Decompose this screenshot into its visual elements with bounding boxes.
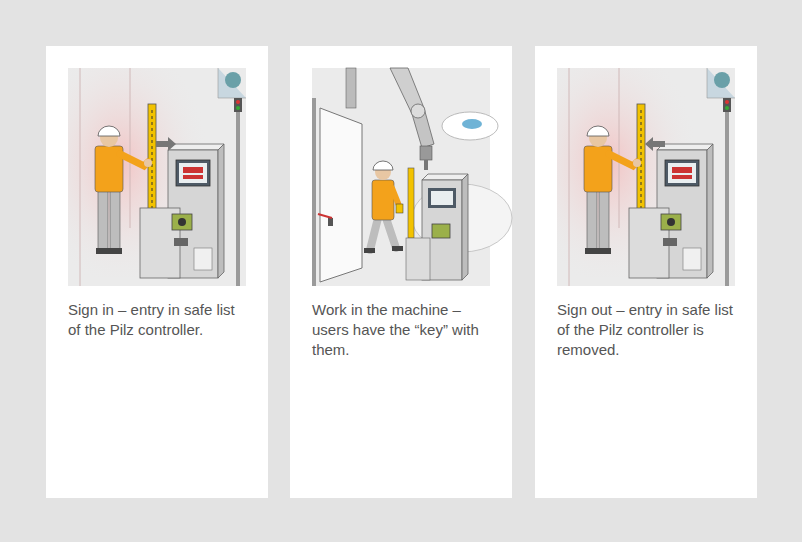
work-illustration <box>312 68 512 286</box>
step-text: Sign out – entry in safe list of the Pil… <box>557 300 735 360</box>
sign-out-illustration <box>557 68 735 286</box>
step-text: Work in the machine – users have the “ke… <box>312 300 490 360</box>
sign-in-illustration <box>68 68 246 286</box>
step-text: Sign in – entry in safe list of the Pilz… <box>68 300 246 340</box>
